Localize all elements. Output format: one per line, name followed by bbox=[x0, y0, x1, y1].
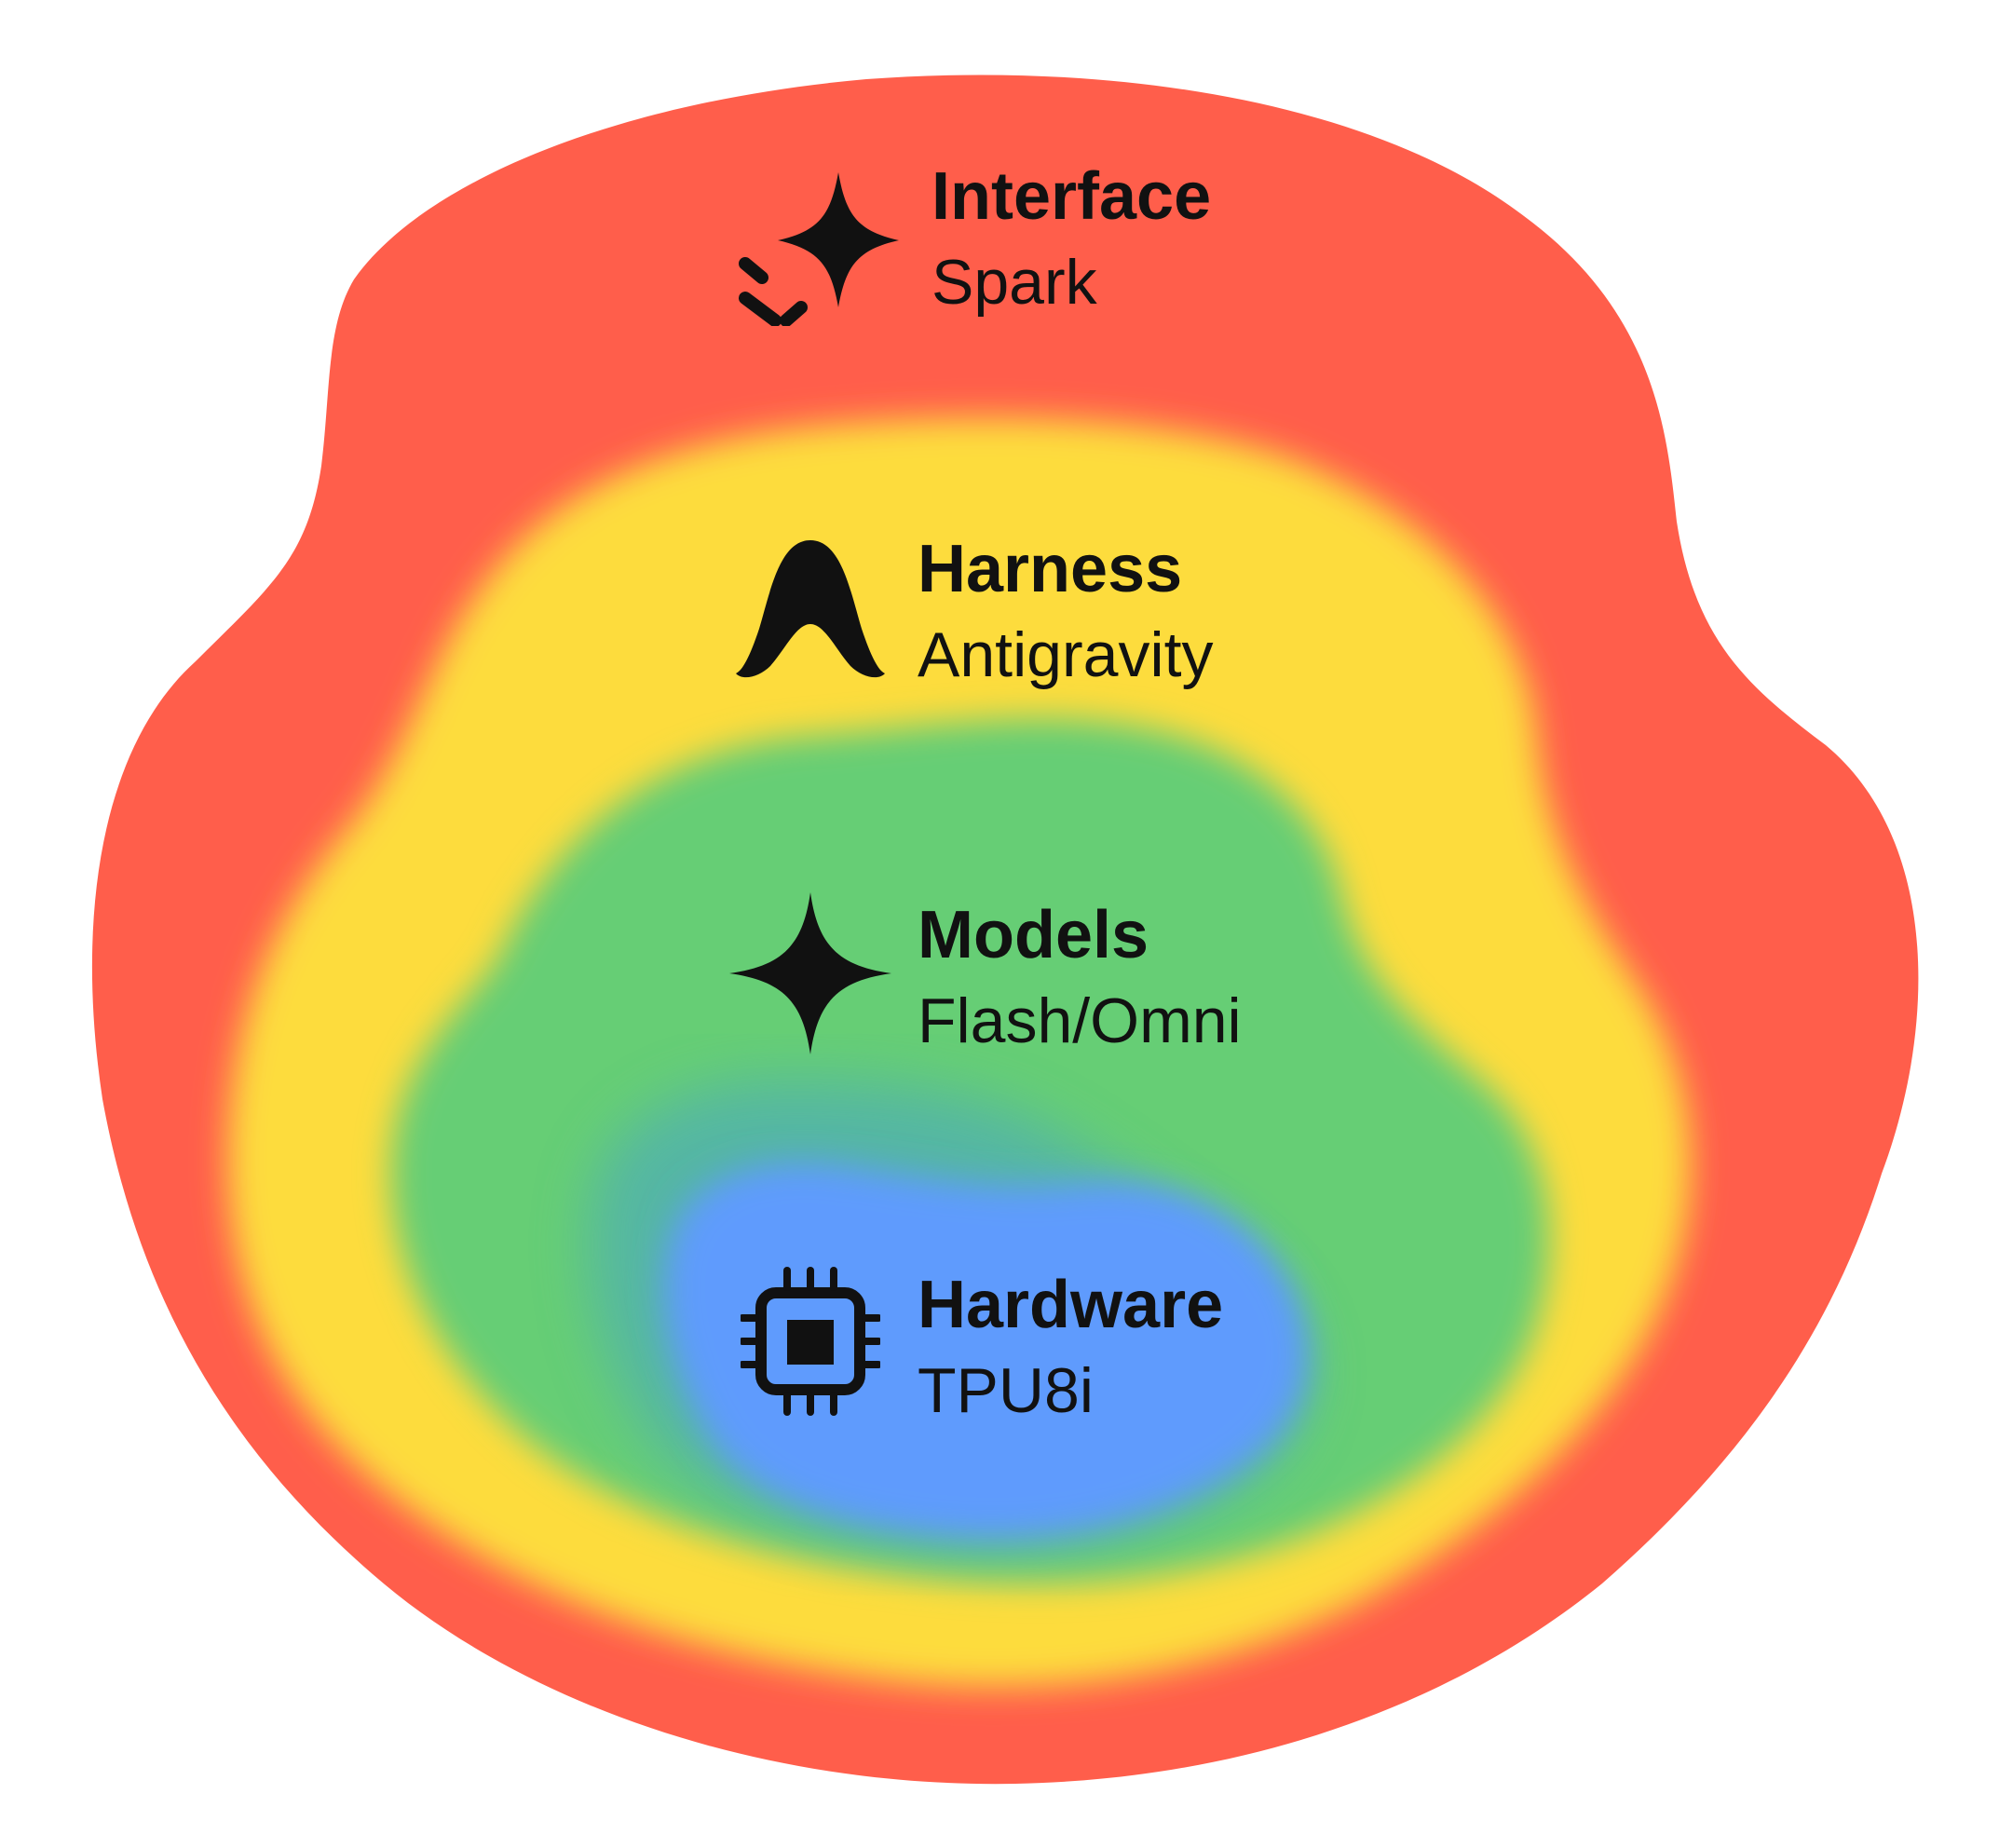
models-label: Models Flash/Omni bbox=[918, 892, 1242, 1064]
models-subtitle: Flash/Omni bbox=[918, 985, 1242, 1056]
antigravity-arch-icon bbox=[731, 536, 890, 680]
hardware-label: Hardware TPU8i bbox=[918, 1262, 1223, 1434]
harness-label: Harness Antigravity bbox=[918, 526, 1213, 698]
hardware-layer-blob bbox=[663, 1162, 1308, 1539]
interface-title: Interface bbox=[932, 159, 1212, 234]
hardware-title: Hardware bbox=[918, 1268, 1224, 1342]
harness-subtitle: Antigravity bbox=[918, 619, 1214, 690]
chip-icon bbox=[739, 1267, 882, 1416]
interface-subtitle: Spark bbox=[932, 247, 1097, 318]
harness-title: Harness bbox=[918, 532, 1183, 606]
hardware-subtitle: TPU8i bbox=[918, 1355, 1094, 1426]
models-title: Models bbox=[918, 898, 1149, 972]
four-point-star-icon bbox=[727, 890, 894, 1057]
sparkle-with-trail-icon bbox=[736, 168, 904, 327]
interface-label: Interface Spark bbox=[932, 154, 1211, 325]
